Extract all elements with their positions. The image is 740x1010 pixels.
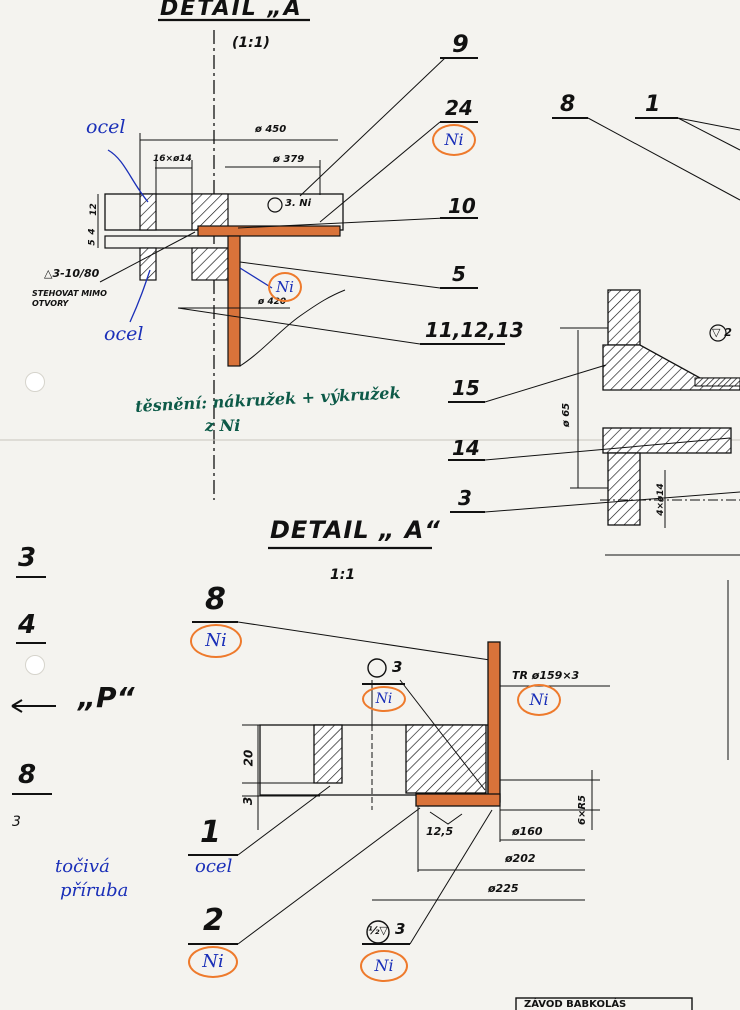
callout-24: 24 — [445, 96, 473, 120]
dim-3-bottom: 3 — [241, 796, 256, 806]
ni-badge-callout-8: Ni — [190, 624, 242, 658]
punch-hole-lower — [25, 655, 45, 675]
dim-d225: ø225 — [488, 882, 519, 895]
title-block-border — [515, 997, 693, 1010]
bottom-detail-title: DETAIL „ A“ — [270, 516, 441, 544]
rotating-flange-note-line2: příruba — [60, 880, 129, 901]
callout-3-right: 3 — [458, 486, 472, 510]
bottom-detail-scale: 1:1 — [330, 567, 356, 583]
ni-badge-top-detail: Ni — [268, 272, 302, 302]
callout-8-bottom: 8 — [205, 582, 226, 617]
margin-item-8: 8 — [18, 760, 37, 790]
right-section-drawing — [448, 117, 740, 760]
margin-item-p: „P“ — [78, 681, 135, 714]
callout-1-right: 1 — [645, 92, 661, 117]
callout-15: 15 — [452, 376, 480, 400]
bottom-detail-drawing — [188, 546, 610, 945]
callout-5: 5 — [452, 262, 466, 286]
callout-8-right: 8 — [560, 92, 576, 117]
dim-d160: ø160 — [512, 825, 543, 838]
top-detail-scale: (1:1) — [232, 35, 270, 51]
weld-note-line2: STEHOVAT MIMO — [32, 289, 107, 298]
dim-12: 12 — [88, 203, 99, 216]
callout-2-bottom: 2 — [203, 903, 224, 938]
surface-half-symbol: ½▽ — [368, 924, 388, 937]
top-detail-title: DETAIL „A — [160, 0, 303, 21]
callout-1-bottom: 1 — [200, 815, 221, 850]
ni-badge-surface-3: Ni — [362, 686, 406, 712]
dim-d450: ø 450 — [255, 124, 287, 135]
ni-badge-thread: Ni — [517, 684, 561, 716]
ni-badge-callout-2: Ni — [188, 946, 238, 978]
surface-3-bottom: 3 — [392, 658, 403, 676]
dim-holes-top: 16×ø14 — [153, 154, 192, 164]
callout-10: 10 — [448, 194, 476, 218]
dim-5: 5 — [87, 239, 98, 246]
left-margin-marks — [11, 576, 56, 795]
rotating-flange-note-line1: točivá — [55, 856, 110, 877]
chamfer-note: 6×R5 — [577, 795, 588, 825]
material-label-top: ocel — [86, 116, 126, 138]
callout-9: 9 — [452, 30, 469, 58]
ni-badge-surface-half: Ni — [360, 950, 408, 982]
dim-holes-right: 4×ø14 — [655, 483, 666, 516]
weld-note: △3-10/80 — [44, 267, 100, 280]
margin-item-4: 4 — [18, 610, 37, 640]
dim-12-5: 12,5 — [426, 825, 454, 838]
material-callout-1: ocel — [195, 856, 233, 877]
material-label-bottom: ocel — [104, 323, 144, 345]
dim-d379: ø 379 — [273, 154, 305, 165]
dim-20: 20 — [241, 749, 256, 767]
dim-d202: ø202 — [505, 852, 536, 865]
margin-item-3: 3 — [18, 543, 37, 573]
margin-item-3b: 3 — [12, 814, 21, 830]
weld-note-line3: OTVORY — [32, 299, 69, 308]
surface-mark-right: ▽ 2 — [712, 326, 732, 339]
thread-spec: TR ø159×3 — [512, 669, 580, 682]
callout-11-12-13: 11,12,13 — [425, 318, 524, 342]
punch-hole-upper — [25, 372, 45, 392]
dim-d65: ø 65 — [561, 402, 573, 428]
title-block-text: ZÁVOD BABKOLÁS — [524, 999, 627, 1010]
dim-4: 4 — [87, 228, 98, 235]
dim-d420: ø 420 — [258, 297, 287, 307]
surface-half-3: 3 — [395, 920, 406, 938]
top-detail-drawing — [97, 18, 505, 367]
sealing-note-line2: z Ni — [205, 416, 241, 435]
ni-badge-callout-24: Ni — [432, 124, 476, 156]
callout-14: 14 — [452, 436, 480, 460]
surface-mark-top: 3. Ni — [285, 198, 312, 209]
